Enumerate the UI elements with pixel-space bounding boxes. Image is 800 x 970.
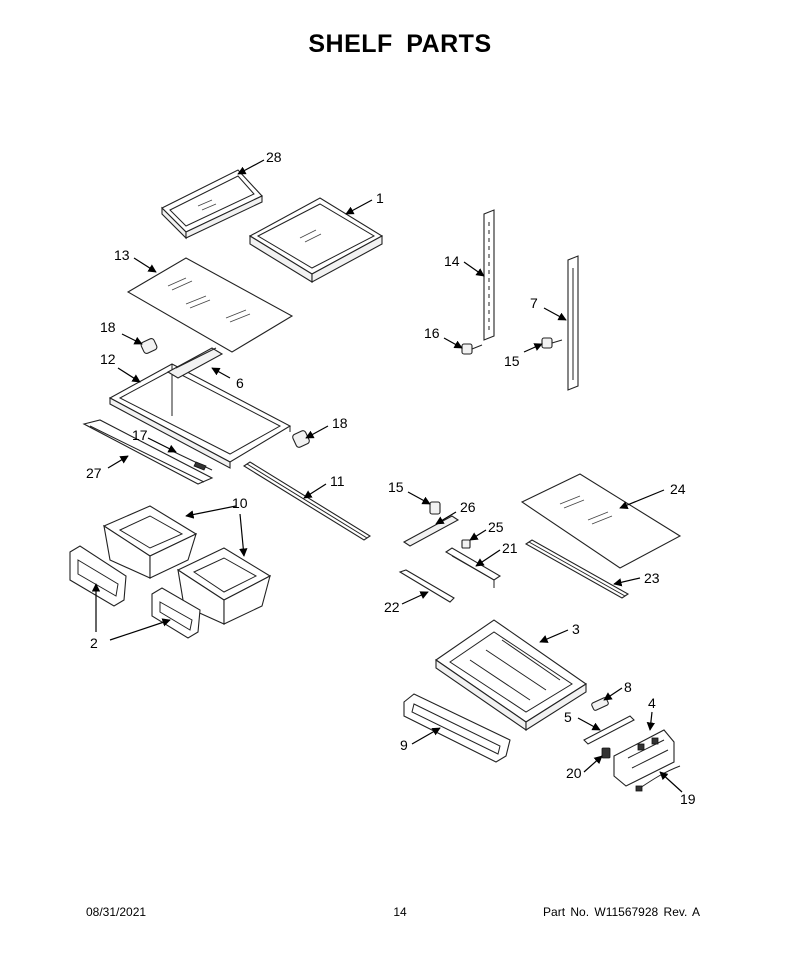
- part-14-ladder-track: [483, 209, 495, 341]
- part-4-control-housing: [613, 729, 675, 787]
- footer-page-number: 14: [393, 905, 407, 919]
- callout-leaders: [91, 159, 683, 793]
- callout-9: 9: [400, 737, 408, 753]
- part-9-pan-front: [403, 693, 511, 763]
- callout-2: 2: [90, 635, 98, 651]
- page-title: SHELF PARTS: [308, 30, 492, 58]
- callout-8: 8: [624, 679, 632, 695]
- callout-15-upper: 15: [504, 353, 520, 369]
- part-5-bar: [583, 715, 635, 745]
- part-3-pantry-pan: [435, 619, 587, 732]
- part-11-rail: [242, 461, 372, 541]
- part-21-bracket: [444, 547, 502, 588]
- callout-23: 23: [644, 570, 660, 586]
- callout-10: 10: [232, 495, 248, 511]
- callout-20: 20: [566, 765, 582, 781]
- callout-5: 5: [564, 709, 572, 725]
- callout-1: 1: [376, 190, 384, 206]
- footer-date: 08/31/2021: [86, 905, 147, 919]
- part-18-cap-left: [140, 338, 158, 354]
- callout-3: 3: [572, 621, 580, 637]
- callout-17: 17: [132, 427, 148, 443]
- callout-26: 26: [460, 499, 476, 515]
- part-10-crisper-left: [102, 505, 198, 579]
- part-20-clip: [601, 747, 611, 759]
- part-25-clip: [461, 539, 471, 549]
- part-2-drawer-front-left: [69, 545, 127, 607]
- part-15-screw-upper: [541, 337, 563, 349]
- callout-15-lower: 15: [388, 479, 404, 495]
- part-18-cap-right: [292, 430, 310, 448]
- footer-part-number: Part No. W11567928 Rev. A: [543, 905, 700, 919]
- callout-24: 24: [670, 481, 686, 497]
- callout-12: 12: [100, 351, 116, 367]
- part-7-vertical-rail: [567, 255, 579, 391]
- part-24-glass-shelf: [520, 473, 682, 569]
- part-22-bar: [398, 569, 455, 603]
- callout-27: 27: [86, 465, 102, 481]
- part-1-deli-tray: [248, 197, 384, 283]
- callout-4: 4: [648, 695, 656, 711]
- callout-25: 25: [488, 519, 504, 535]
- callout-7: 7: [530, 295, 538, 311]
- callout-11: 11: [330, 473, 345, 489]
- part-12-shelf-frame: [108, 347, 292, 469]
- part-23-rail: [524, 539, 630, 599]
- part-28-small-bin: [161, 169, 263, 240]
- callout-22: 22: [384, 599, 400, 615]
- callout-21: 21: [502, 540, 518, 556]
- part-13-glass-shelf: [126, 257, 294, 353]
- part-27-trim: [82, 419, 214, 485]
- part-15-screw-lower: [429, 501, 441, 515]
- callout-19: 19: [680, 791, 696, 807]
- callout-14: 14: [444, 253, 460, 269]
- callout-13: 13: [114, 247, 130, 263]
- callout-18-upper: 18: [100, 319, 116, 335]
- part-10-crisper-right: [176, 547, 272, 625]
- part-17-clip: [169, 449, 213, 471]
- part-8-cap: [591, 697, 609, 711]
- callout-18-lower: 18: [332, 415, 348, 431]
- callout-16: 16: [424, 325, 440, 341]
- part-16-screw: [461, 343, 483, 355]
- callout-28: 28: [266, 149, 282, 165]
- callout-6: 6: [236, 375, 244, 391]
- part-26-bracket: [402, 515, 460, 547]
- callout-numbers: 28 1 13 14 7 16 15 18 12 6 18 17 27 11 1…: [86, 149, 696, 807]
- part-2-drawer-front-right: [151, 587, 201, 639]
- part-19-wire-harness: [635, 765, 681, 792]
